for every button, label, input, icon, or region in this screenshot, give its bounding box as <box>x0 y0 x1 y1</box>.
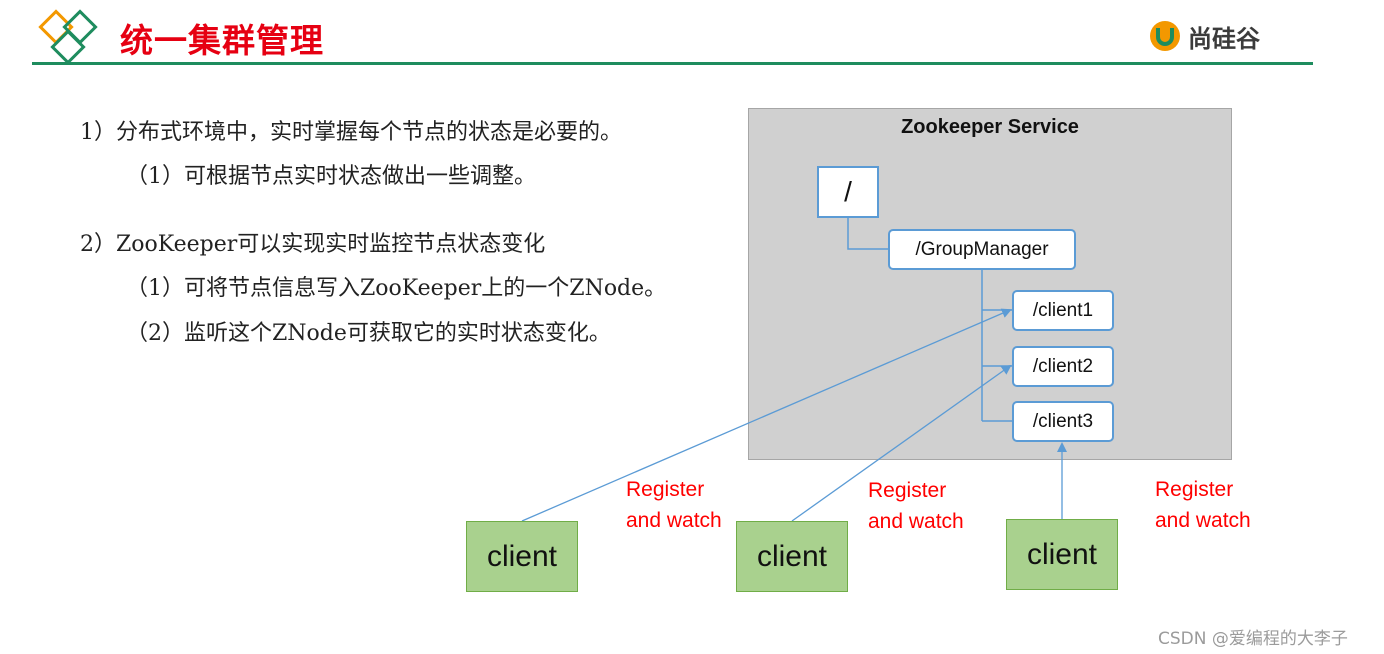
logo-diamond-icon <box>38 9 98 65</box>
register-label-3-line2: and watch <box>1155 509 1251 532</box>
register-label-2-line2: and watch <box>868 510 964 533</box>
zookeeper-service-title: Zookeeper Service <box>901 116 1079 138</box>
node-client2: /client2 <box>1012 346 1114 387</box>
bullet-2-sub-2: （2）监听这个ZNode可获取它的实时状态变化。 <box>126 321 611 346</box>
register-label-3-line1: Register <box>1155 478 1234 501</box>
register-label-2-line1: Register <box>868 479 947 502</box>
watermark: CSDN @爱编程的大李子 <box>1158 629 1348 649</box>
brand-name: 尚硅谷 <box>1188 24 1260 53</box>
node-root: / <box>817 166 879 218</box>
page-title: 统一集群管理 <box>120 21 324 60</box>
bullet-1: 1）分布式环境中，实时掌握每个节点的状态是必要的。 <box>80 120 622 145</box>
node-client1: /client1 <box>1012 290 1114 331</box>
client-box-2: client <box>736 521 848 592</box>
register-label-1-line2: and watch <box>626 509 722 532</box>
node-client3: /client3 <box>1012 401 1114 442</box>
tree-connector-root <box>847 218 888 250</box>
brand-logo: 尚硅谷 <box>1148 18 1260 54</box>
register-label-1-line1: Register <box>626 478 705 501</box>
register-label-2: Register and watch <box>868 475 964 537</box>
register-arrow-1 <box>521 308 1012 522</box>
bullet-1-sub: （1）可根据节点实时状态做出一些调整。 <box>126 164 536 189</box>
client-box-1: client <box>466 521 578 592</box>
bullet-2-sub-1: （1）可将节点信息写入ZooKeeper上的一个ZNode。 <box>126 276 667 301</box>
register-label-1: Register and watch <box>626 474 722 536</box>
client-box-3: client <box>1006 519 1118 590</box>
header-divider <box>32 62 1313 65</box>
register-label-3: Register and watch <box>1155 474 1251 536</box>
brand-u-icon <box>1150 21 1180 51</box>
node-group-manager: /GroupManager <box>888 229 1076 270</box>
bullet-2: 2）ZooKeeper可以实现实时监控节点状态变化 <box>80 232 546 257</box>
register-arrow-2 <box>791 364 1012 522</box>
